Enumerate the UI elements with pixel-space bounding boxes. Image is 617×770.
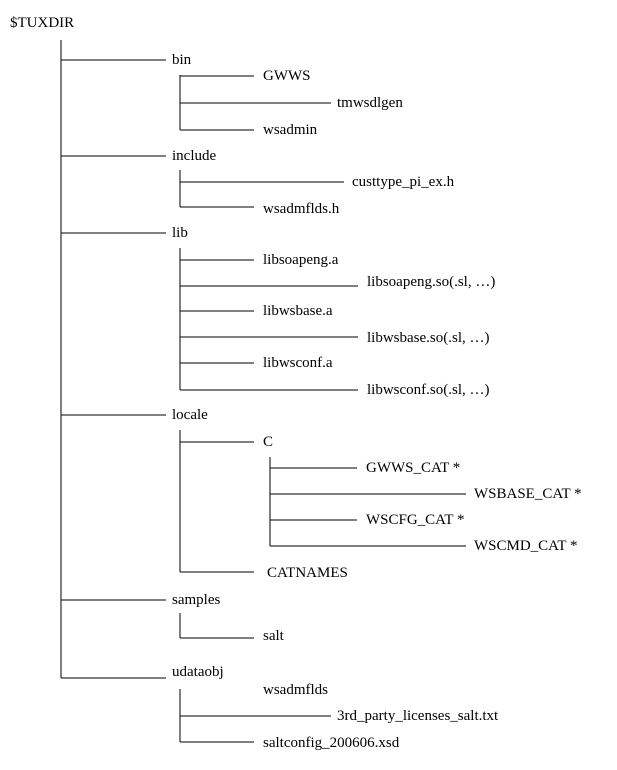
node-gwws: GWWS [263, 68, 311, 84]
node-libwsbase-so: libwsbase.so(.sl, …) [367, 330, 490, 346]
node-libwsconf-so: libwsconf.so(.sl, …) [367, 382, 490, 398]
node-locale: locale [172, 407, 208, 423]
node-saltconfig: saltconfig_200606.xsd [263, 735, 400, 751]
node-udataobj: udataobj [172, 664, 224, 680]
node-wscfg-cat: WSCFG_CAT * [366, 512, 465, 528]
node-wscmd-cat: WSCMD_CAT * [474, 538, 578, 554]
node-licenses: 3rd_party_licenses_salt.txt [337, 708, 499, 724]
node-libwsconf-a: libwsconf.a [263, 355, 333, 371]
root-label: $TUXDIR [10, 15, 74, 31]
node-wsadmin: wsadmin [263, 122, 318, 138]
node-salt: salt [263, 628, 285, 644]
node-libsoapeng-a: libsoapeng.a [263, 252, 339, 268]
node-custtype: custtype_pi_ex.h [352, 174, 455, 190]
node-wsadmflds-h: wsadmflds.h [263, 201, 340, 217]
node-include: include [172, 148, 216, 164]
node-samples: samples [172, 592, 220, 608]
node-gwws-cat: GWWS_CAT * [366, 460, 460, 476]
node-lib: lib [172, 225, 188, 241]
node-bin: bin [172, 52, 192, 68]
node-libwsbase-a: libwsbase.a [263, 303, 333, 319]
node-c: C [263, 434, 273, 450]
node-libsoapeng-so: libsoapeng.so(.sl, …) [367, 274, 495, 290]
node-catnames: CATNAMES [267, 565, 348, 581]
node-wsbase-cat: WSBASE_CAT * [474, 486, 582, 502]
node-wsadmflds: wsadmflds [263, 682, 328, 698]
node-tmwsdlgen: tmwsdlgen [337, 95, 403, 111]
